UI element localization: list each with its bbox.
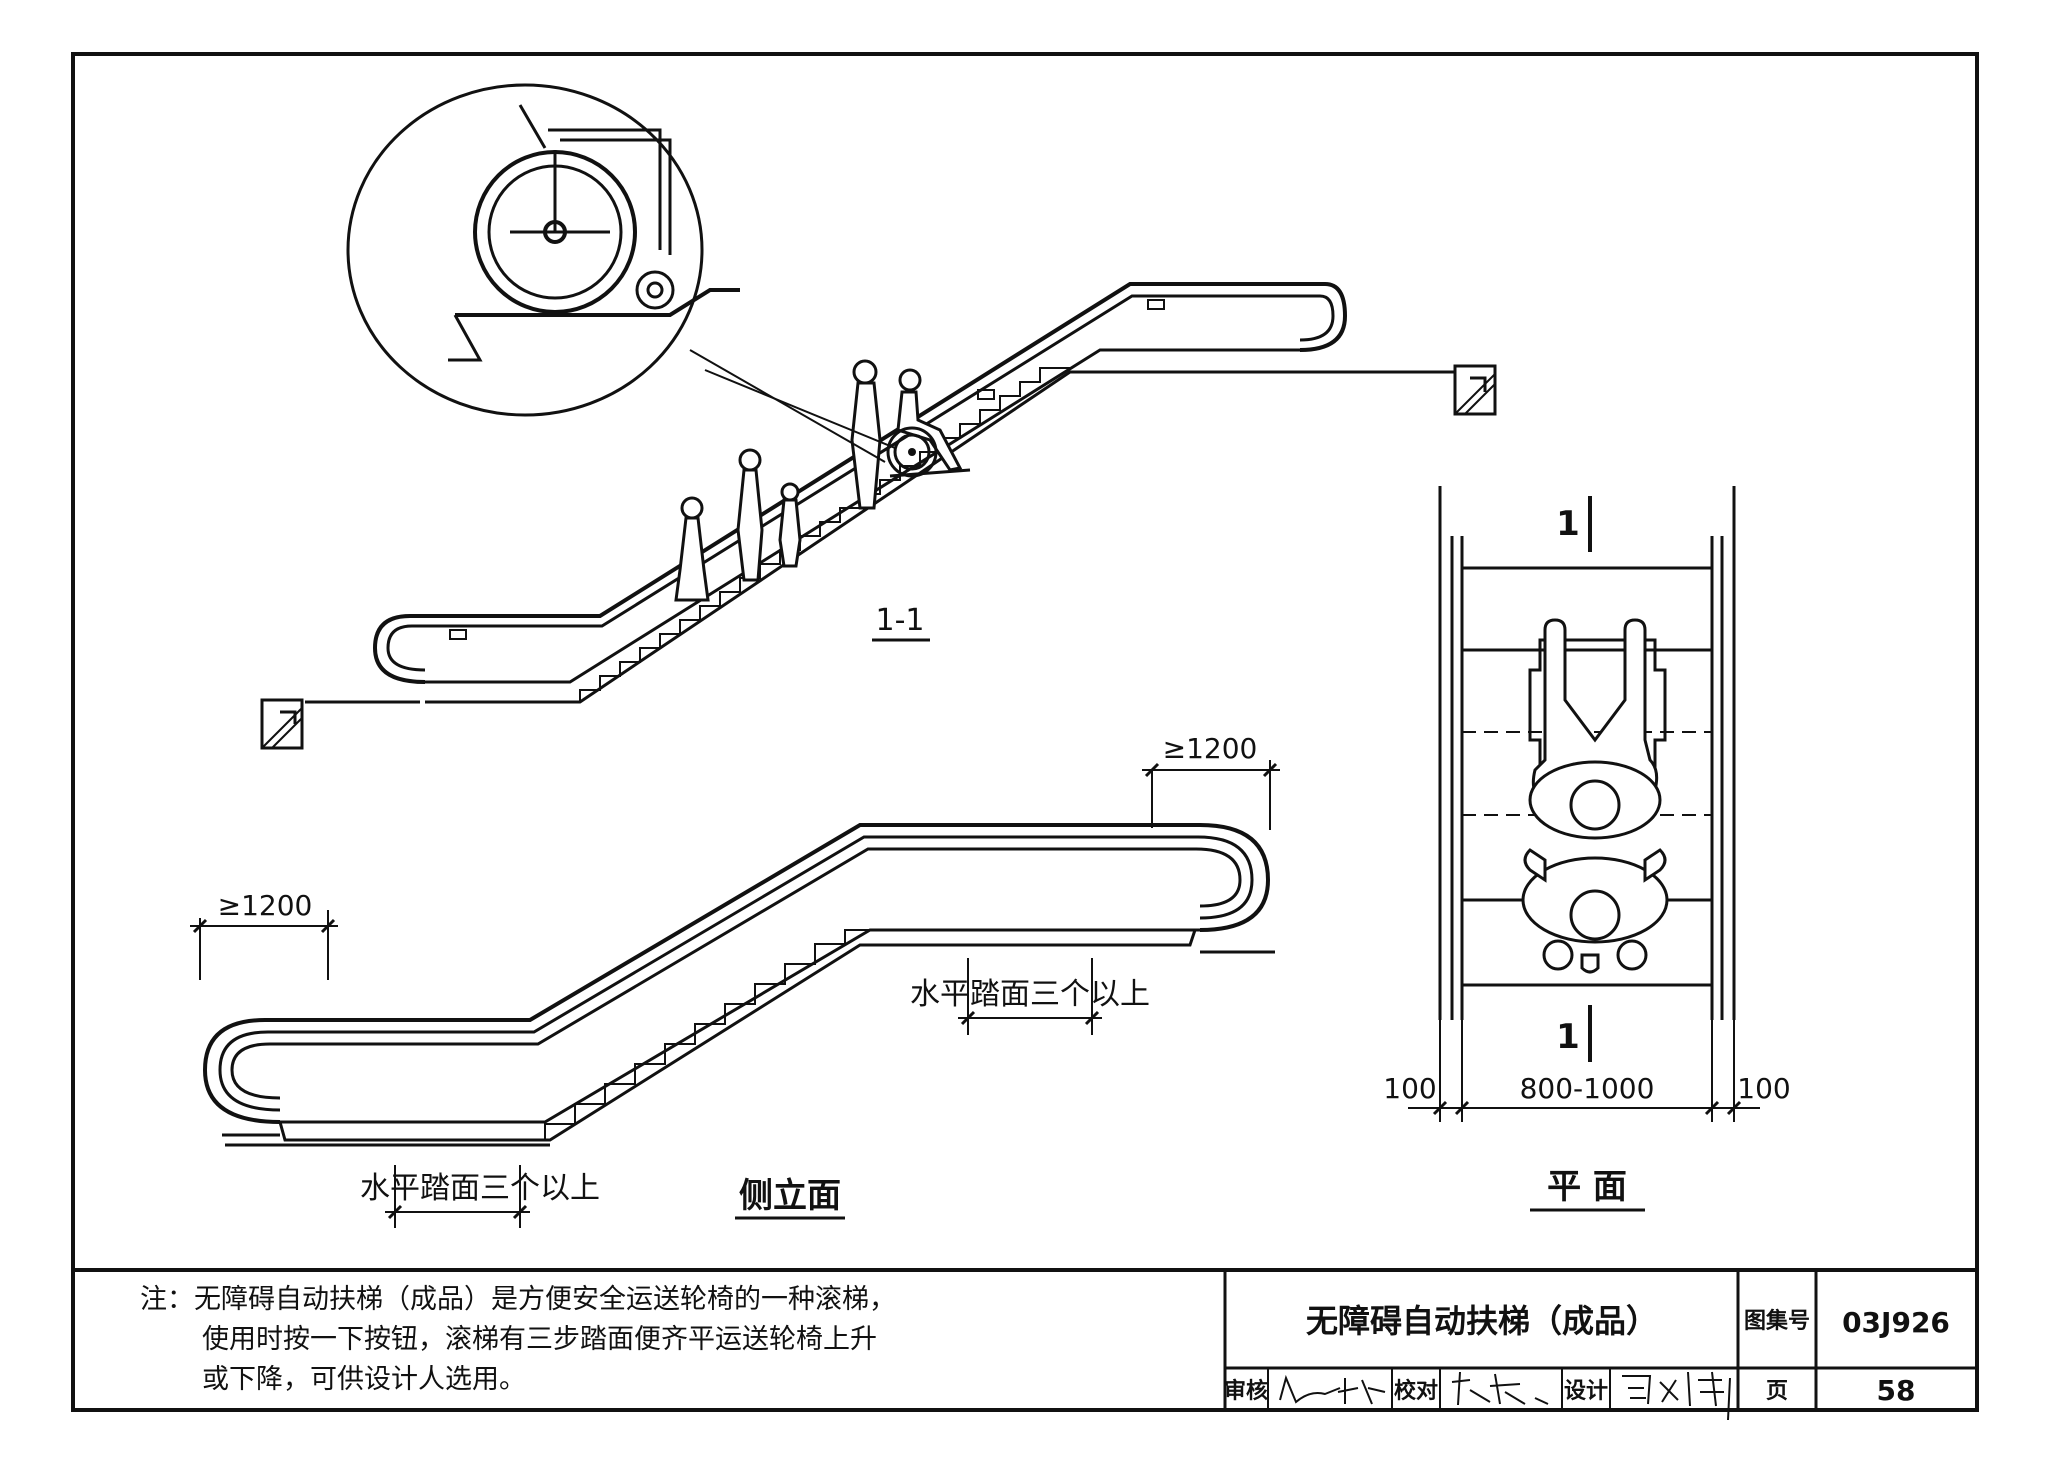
side-elevation-drawing bbox=[190, 760, 1280, 1228]
helper-figure bbox=[850, 359, 882, 510]
person-figure-1 bbox=[674, 496, 710, 602]
plan-dim-mid: 800-1000 bbox=[1520, 1072, 1655, 1105]
plan-dim-left: 100 bbox=[1383, 1072, 1436, 1105]
section-1-1-drawing bbox=[260, 282, 1497, 750]
checker-signature bbox=[1451, 1371, 1549, 1406]
person-figure-2 bbox=[736, 448, 764, 582]
title-block-frame bbox=[1223, 1270, 1977, 1410]
drawing-title: 无障碍自动扶梯（成品） bbox=[1306, 1302, 1658, 1340]
plan-cut-mark-top: 1 bbox=[1556, 504, 1580, 544]
check-label: 校对 bbox=[1394, 1378, 1438, 1404]
sheet-border bbox=[71, 52, 1979, 1412]
designer-signature bbox=[1622, 1371, 1731, 1421]
note-line-2: 使用时按一下按钮，滚梯有三步踏面便齐平运送轮椅上升 bbox=[202, 1324, 877, 1355]
elevation-title: 侧立面 bbox=[739, 1176, 841, 1216]
atlas-number: 03J926 bbox=[1842, 1306, 1950, 1339]
child-figure bbox=[778, 482, 802, 568]
section-label: 1-1 bbox=[876, 603, 925, 638]
plan-drawing bbox=[1408, 486, 1760, 1122]
elevation-dim-top: ≥1200 bbox=[1163, 732, 1258, 765]
plan-dim-right: 100 bbox=[1737, 1072, 1790, 1105]
note-line-3: 或下降，可供设计人选用。 bbox=[202, 1364, 526, 1395]
page-label: 页 bbox=[1766, 1379, 1788, 1404]
elevation-landing-note-lower: 水平踏面三个以上 bbox=[360, 1171, 600, 1206]
design-label: 设计 bbox=[1564, 1379, 1608, 1404]
elevation-dim-left: ≥1200 bbox=[218, 889, 313, 922]
plan-cut-mark-bottom: 1 bbox=[1556, 1017, 1580, 1057]
wheelchair-detail-callout bbox=[346, 83, 740, 417]
review-label: 审核 bbox=[1224, 1378, 1268, 1404]
wheelchair-user-figure bbox=[886, 368, 971, 478]
elevation-landing-note-upper: 水平踏面三个以上 bbox=[910, 977, 1150, 1012]
page-number: 58 bbox=[1877, 1374, 1916, 1407]
note-line-1: 注：无障碍自动扶梯（成品）是方便安全运送轮椅的一种滚梯， bbox=[140, 1284, 896, 1315]
plan-title: 平 面 bbox=[1547, 1167, 1627, 1207]
atlas-number-label: 图集号 bbox=[1744, 1308, 1810, 1334]
reviewer-signature bbox=[1279, 1374, 1386, 1405]
